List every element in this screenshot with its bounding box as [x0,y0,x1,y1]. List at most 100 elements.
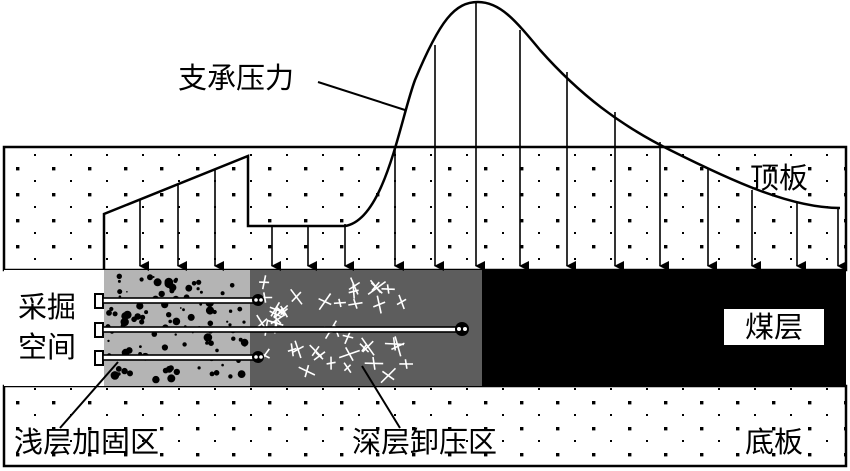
particle [112,311,118,317]
particle [162,367,169,374]
crack [367,280,387,296]
particle [196,287,200,291]
crack [333,298,346,308]
particle [213,370,220,376]
deep-zone-leader [361,365,401,429]
particle [166,312,172,318]
particle [215,348,219,353]
shallow-zone-particles [105,273,249,384]
crack [298,364,316,378]
particle [169,288,175,294]
particle [153,278,162,287]
crack [348,298,363,309]
particle [168,319,172,324]
particle [240,338,249,347]
particle [173,278,178,283]
particle [121,367,128,375]
particle [134,313,141,320]
crack [290,288,303,305]
particle [140,314,146,320]
particle [226,320,229,323]
shallow-zone-label: 浅层加固区 [14,425,160,459]
particle [116,273,123,279]
particle [209,371,215,377]
crack [287,343,297,357]
particle [158,290,165,298]
particle [139,319,145,325]
crack [380,367,397,384]
crack [359,343,370,353]
particle [228,323,232,327]
particle [137,315,140,317]
shallow-zone-leader [59,361,119,429]
anchor-bolt-upper [94,293,264,309]
particle [109,306,114,312]
particle [152,375,160,384]
particle [117,372,121,376]
particle [117,279,121,283]
crack [274,304,289,318]
particle [161,344,168,351]
crack [338,347,360,362]
particle [107,339,110,343]
excavation-space-label-line1: 采掘 [18,290,77,324]
crack [259,275,270,290]
floor-label: 底板 [745,425,804,459]
particle [179,307,182,309]
crack [343,362,352,374]
particle [144,310,149,315]
particle [207,320,214,327]
crack [364,356,384,370]
particle [197,366,201,370]
particle [182,342,187,347]
particle [174,333,177,336]
particle [205,306,215,315]
particle [242,320,246,324]
crack [372,295,386,314]
crack [292,340,304,359]
particle [185,284,193,292]
particle [228,374,233,379]
particle [126,291,128,293]
particle [164,277,174,287]
particle [220,291,225,296]
anchor-bolt-lower [94,350,264,366]
roof-label: 顶板 [750,161,809,195]
particle [147,274,153,281]
particle [123,310,132,319]
particle [139,277,144,282]
particle [173,368,180,376]
particle [203,333,213,342]
roof-layer [2,145,848,272]
anchor-cable-middle [94,322,469,338]
particle [167,374,176,383]
crack [361,337,375,356]
crack [313,351,326,361]
excavation-space-label-line2: 空间 [18,330,77,364]
particle [199,290,203,294]
crack [381,284,395,294]
particle [221,363,224,367]
pressure-arrows [139,3,847,271]
crack [384,337,405,351]
particle [187,313,195,321]
particle [182,308,185,312]
particle [152,276,155,278]
floor-layer [2,384,848,468]
crack [399,359,414,369]
particle [172,317,181,326]
crack [280,305,289,318]
support-pressure-leader [317,81,406,111]
particle [106,310,112,316]
particle [237,306,243,312]
particle [191,314,194,317]
particle [237,370,246,378]
crack [348,284,359,299]
crack [396,294,407,310]
particle [228,309,233,313]
deep-zone-label: 深层卸压区 [352,425,498,459]
particle [115,366,122,372]
crack [326,356,336,370]
particle [229,283,235,288]
